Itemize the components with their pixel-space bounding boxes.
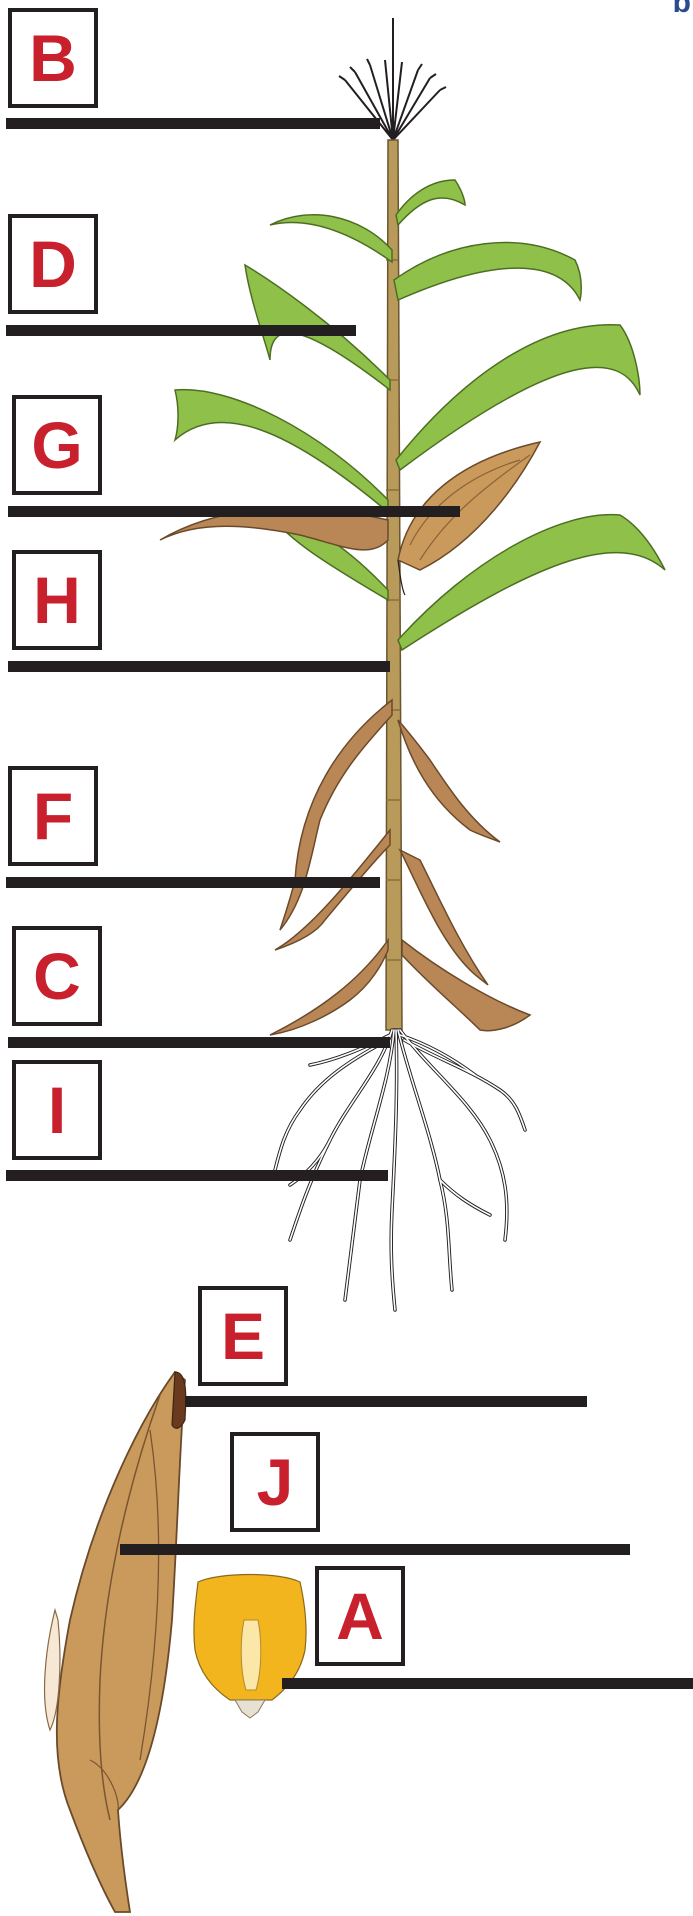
pointer-line-c: [8, 1037, 390, 1048]
label-g: G: [12, 395, 102, 495]
leaf-dry-right-1: [398, 720, 500, 842]
kernel: [194, 1575, 306, 1719]
green-leaves: [175, 180, 665, 650]
corner-mark: b: [673, 0, 691, 20]
label-f: F: [8, 766, 98, 866]
pointer-line-i: [6, 1170, 388, 1181]
label-e: E: [198, 1286, 288, 1386]
label-h: H: [12, 550, 102, 650]
label-b: B: [8, 8, 98, 108]
pointer-line-e: [185, 1396, 587, 1407]
pointer-line-h: [8, 661, 390, 672]
label-j: J: [230, 1432, 320, 1532]
pointer-line-j: [120, 1544, 630, 1555]
leaf-dry-left-4: [270, 940, 388, 1035]
leaf-upper-left-1: [270, 215, 392, 262]
label-d: D: [8, 214, 98, 314]
leaf-top-small: [396, 180, 465, 225]
label-i: I: [12, 1060, 102, 1160]
pointer-line-a: [282, 1678, 693, 1689]
pointer-line-f: [6, 877, 380, 888]
pointer-line-b: [6, 118, 380, 129]
pointer-line-d: [6, 325, 356, 336]
pointer-line-g: [8, 506, 460, 517]
husked-ear: [45, 1372, 186, 1912]
label-c: C: [12, 926, 102, 1026]
stalk: [386, 140, 402, 1030]
leaf-upper-right-1: [394, 243, 581, 300]
label-a: A: [315, 1566, 405, 1666]
leaf-left-3: [175, 390, 388, 512]
